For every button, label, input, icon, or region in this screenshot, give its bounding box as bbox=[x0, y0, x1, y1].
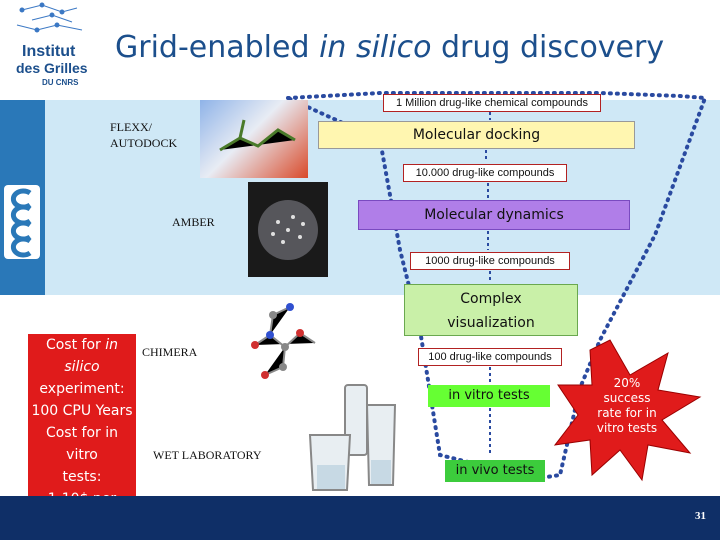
step-molecular-dynamics: Molecular dynamics bbox=[358, 200, 630, 230]
tool-label-chimera: CHIMERA bbox=[142, 345, 198, 359]
output-10000-badge: 10.000 drug-like compounds bbox=[403, 164, 567, 182]
institut-des-grilles-logo-icon: Institut des Grilles DU CNRS bbox=[2, 0, 100, 100]
success-starburst-icon bbox=[553, 339, 702, 482]
step-3-line-2: visualization bbox=[447, 315, 535, 331]
success-line-1: 20% bbox=[613, 376, 641, 390]
output-1000-badge: 1000 drug-like compounds bbox=[410, 252, 570, 270]
cost-line-2: experiment: bbox=[39, 381, 125, 397]
output-100-badge: 100 drug-like compounds bbox=[418, 348, 562, 366]
success-line-2: success bbox=[603, 391, 651, 405]
input-compounds-badge: 1 Million drug-like chemical compounds bbox=[383, 94, 601, 112]
egee-logo-icon bbox=[4, 185, 40, 259]
cost-line-3: 100 CPU Years bbox=[31, 403, 133, 419]
title-part-2: drug discovery bbox=[431, 30, 665, 65]
lab-glassware-image bbox=[305, 375, 415, 495]
success-line-3: rate for in bbox=[597, 406, 657, 420]
cost-line-4: Cost for in vitro bbox=[45, 425, 119, 463]
step-molecular-docking: Molecular docking bbox=[318, 121, 635, 149]
title-part-1: Grid-enabled bbox=[115, 30, 320, 65]
step-3-line-1: Complex bbox=[460, 291, 522, 307]
cost-panel: Cost for in silico experiment: 100 CPU Y… bbox=[28, 334, 136, 529]
tool-label-autodock: AUTODOCK bbox=[110, 136, 178, 150]
cost-line-1-italic: in silico bbox=[64, 337, 119, 375]
success-rate-text: 20% success rate for in vitro tests bbox=[592, 376, 662, 436]
logo-text-grilles: des Grilles bbox=[16, 60, 88, 76]
step-complex-visualization: Complex visualization bbox=[404, 284, 578, 336]
page-title: Grid-enabled in silico drug discovery bbox=[115, 30, 664, 65]
cost-line-5: tests: bbox=[62, 469, 102, 485]
tool-label-wet-lab: WET LABORATORY bbox=[153, 448, 262, 462]
chimera-molecule-image bbox=[235, 285, 335, 395]
tool-label-amber: AMBER bbox=[172, 215, 215, 229]
title-italic: in silico bbox=[319, 30, 432, 65]
step-in-vitro-tests: in vitro tests bbox=[428, 385, 550, 407]
logo-text-institut: Institut bbox=[22, 43, 76, 60]
logo-text-cnrs: DU CNRS bbox=[42, 78, 79, 87]
success-line-4: vitro tests bbox=[596, 421, 658, 435]
tool-label-flexx: FLEXX/ bbox=[110, 120, 152, 134]
dynamics-molecule-image bbox=[248, 182, 328, 277]
cost-line-1: Cost for bbox=[45, 337, 106, 353]
footer-bar bbox=[0, 496, 720, 540]
docking-molecule-image bbox=[200, 100, 308, 178]
step-in-vivo-tests: in vivo tests bbox=[445, 460, 545, 482]
page-number: 31 bbox=[695, 510, 706, 522]
